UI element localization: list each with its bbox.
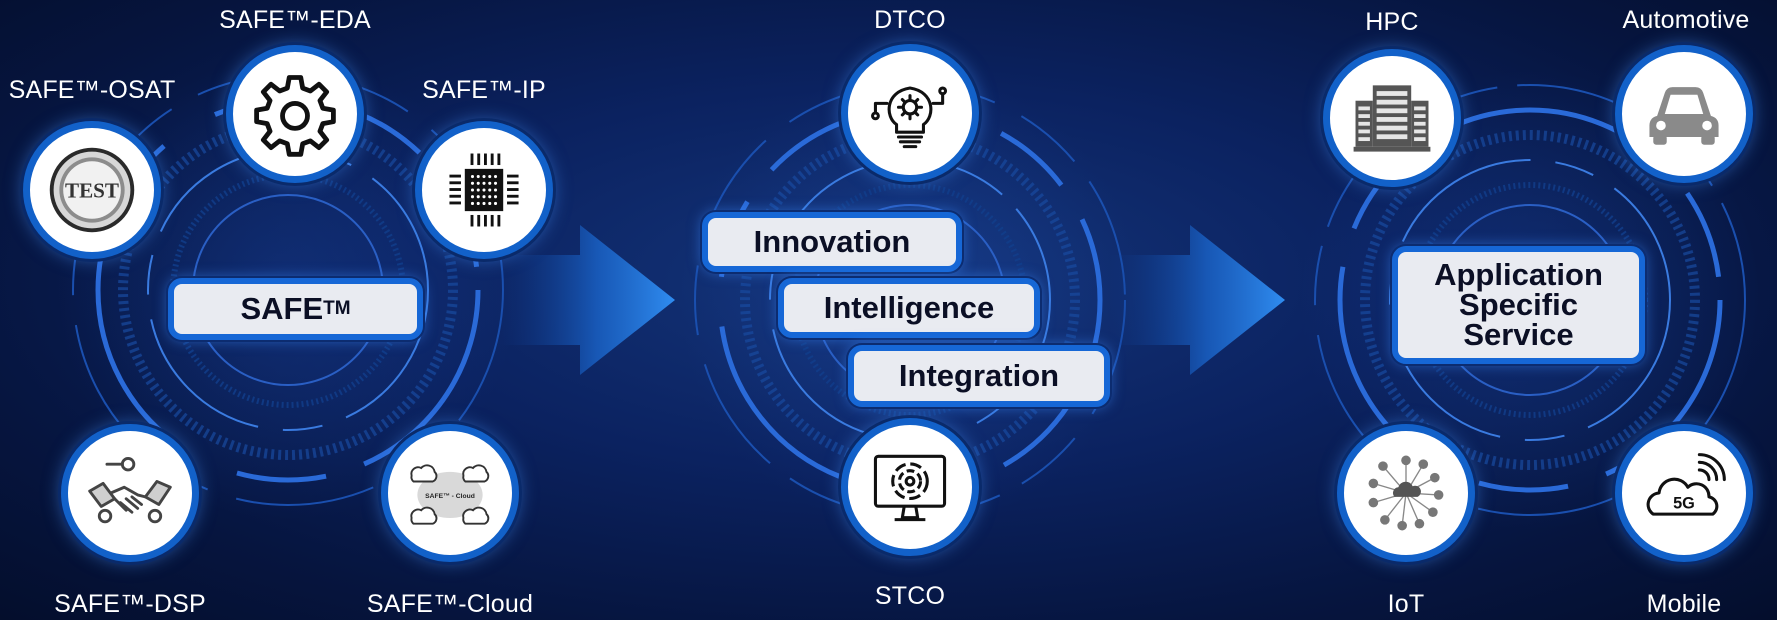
label-safe-ip: SAFE™-IP	[422, 76, 546, 104]
label-automotive: Automotive	[1622, 6, 1750, 34]
gear-icon	[254, 75, 336, 157]
cloud-5g-icon: 5G	[1646, 453, 1726, 516]
arrow-right-icon	[500, 225, 675, 375]
node-mobile: 5G	[1615, 424, 1753, 562]
label-iot: IoT	[1387, 590, 1425, 618]
monitor-circuit-icon	[873, 454, 947, 522]
safe-center-trademark: TM	[323, 298, 351, 319]
node-stco	[841, 418, 979, 556]
label-mobile: Mobile	[1646, 590, 1722, 618]
label-dtco: DTCO	[874, 6, 946, 34]
node-dtco	[841, 44, 979, 182]
test-badge-icon: TEST	[49, 147, 135, 233]
safe-center-label: SAFE	[240, 291, 324, 326]
label-safe-cloud: SAFE™-Cloud	[366, 590, 534, 618]
pill-innovation-label: Innovation	[753, 224, 911, 259]
label-safe-eda: SAFE™-EDA	[219, 6, 371, 34]
node-iot	[1337, 424, 1475, 562]
pill-intelligence-label: Intelligence	[823, 290, 995, 325]
test-badge-text: TEST	[65, 179, 119, 203]
arrow-right-icon	[1110, 225, 1285, 375]
node-hpc	[1323, 49, 1461, 187]
service-line-1: Application	[1434, 257, 1603, 292]
pill-innovation: Innovation	[702, 212, 962, 272]
handshake-icon	[88, 457, 172, 524]
node-safe-dsp	[61, 424, 199, 562]
node-safe-cloud: SAFE™ - Cloud	[381, 424, 519, 562]
service-line-3: Service	[1463, 317, 1574, 352]
label-safe-osat: SAFE™-OSAT	[8, 76, 176, 104]
pill-integration: Integration	[848, 345, 1110, 407]
car-icon	[1649, 87, 1719, 145]
label-stco: STCO	[874, 582, 946, 610]
chip-icon	[449, 153, 519, 227]
label-hpc: HPC	[1365, 8, 1419, 36]
node-safe-eda	[226, 45, 364, 183]
lightbulb-gear-icon	[871, 86, 948, 149]
cloud-network-icon: SAFE™ - Cloud	[410, 464, 490, 525]
cloud-badge-text: SAFE™ - Cloud	[425, 493, 475, 500]
node-safe-ip	[415, 121, 553, 259]
pill-intelligence: Intelligence	[778, 278, 1040, 338]
app-specific-service-box: Application Specific Service	[1392, 246, 1645, 364]
node-safe-osat: TEST	[23, 121, 161, 259]
five-g-text: 5G	[1673, 494, 1695, 512]
iot-network-icon	[1368, 455, 1444, 531]
server-rack-icon	[1353, 85, 1431, 152]
service-line-2: Specific	[1459, 287, 1578, 322]
label-safe-dsp: SAFE™-DSP	[54, 590, 206, 618]
pill-integration-label: Integration	[898, 358, 1060, 393]
node-automotive	[1615, 45, 1753, 183]
